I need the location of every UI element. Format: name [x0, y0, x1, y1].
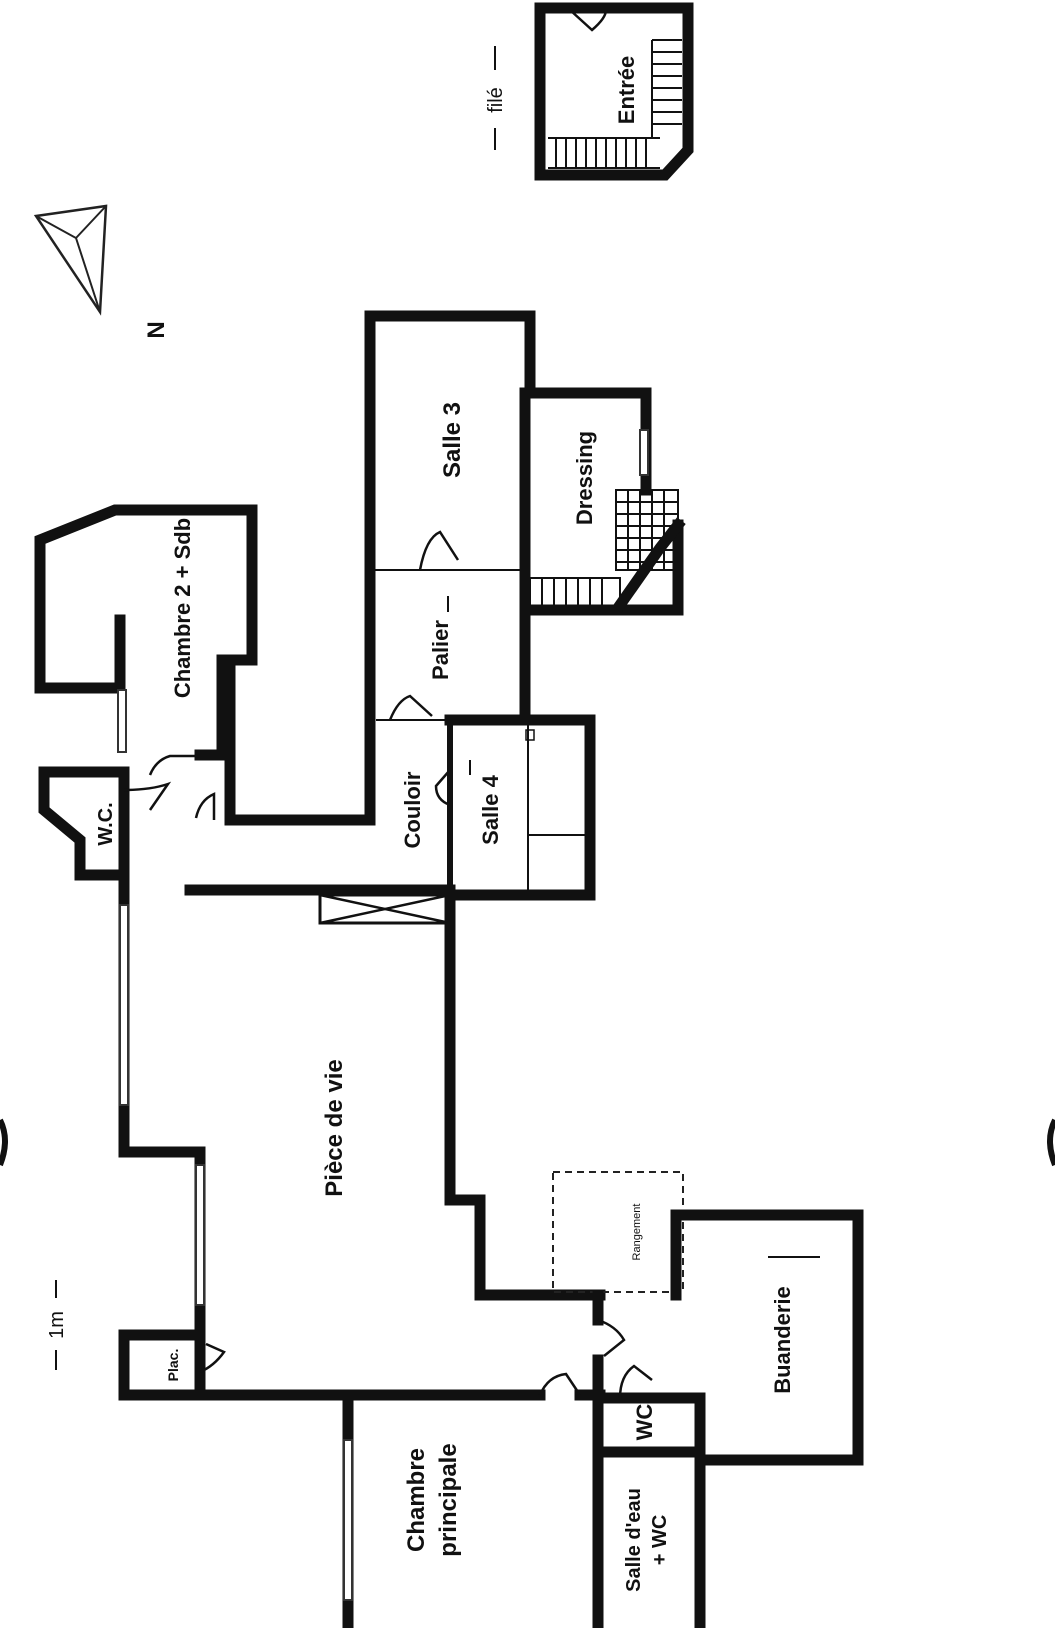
label-placard: Plac.	[165, 1349, 181, 1382]
palier-door	[388, 694, 433, 721]
label-palier: Palier	[428, 620, 453, 680]
label-chambre2: Chambre 2 + Sdb	[170, 518, 195, 698]
entree-block: Entrée	[534, 2, 694, 181]
wc-south-block: WC	[592, 1392, 706, 1458]
salle4-door	[434, 769, 451, 807]
label-chambre-principale-1: Chambre	[403, 1448, 430, 1552]
label-buanderie: Buanderie	[770, 1286, 795, 1394]
label-file: filé	[485, 87, 507, 113]
living-window-1	[119, 904, 129, 1106]
wc-north-block: W.C.	[38, 766, 172, 881]
label-salle3: Salle 3	[439, 402, 466, 478]
label-rangement: Rangement	[631, 1204, 643, 1261]
salle4-block: Salle 4 Couloir	[400, 714, 596, 901]
label-salle-eau-1: Salle d'eau	[623, 1488, 645, 1592]
rangement-block: Rangement	[552, 1171, 684, 1293]
chambre2-door-2	[194, 792, 216, 820]
buanderie-door	[597, 1318, 626, 1357]
label-piece-de-vie: Pièce de vie	[321, 1059, 348, 1196]
living-window-2	[195, 1164, 205, 1306]
label-couloir: Couloir	[400, 771, 425, 848]
label-chambre-principale-2: principale	[435, 1443, 462, 1556]
living-door-south	[538, 1372, 582, 1396]
piece-de-vie-block: Pièce de vie	[118, 869, 606, 1401]
label-north: N	[143, 321, 170, 338]
entree-door	[569, 9, 608, 32]
label-dressing: Dressing	[572, 431, 597, 525]
placard-block: Plac.	[118, 1329, 226, 1401]
salle-eau-block: Salle d'eau + WC	[592, 1446, 706, 1628]
placard-door	[199, 1342, 226, 1374]
wc-north-door	[123, 781, 172, 811]
file-annotation: filé	[485, 46, 507, 150]
entree-stairs	[548, 39, 682, 169]
wc-south-door	[618, 1364, 653, 1399]
stair-opening	[318, 893, 452, 925]
north-arrow-icon: N	[33, 204, 170, 339]
salle3-block: Salle 3 Dressing	[364, 310, 686, 616]
scan-edge-right	[1047, 1118, 1055, 1167]
dressing-window	[639, 429, 649, 476]
label-wc-north: W.C.	[95, 802, 117, 845]
chambre2-window	[117, 689, 127, 753]
label-salle-eau-2: + WC	[649, 1515, 671, 1566]
label-wc-south: WC	[632, 1404, 657, 1441]
label-scale: 1m	[46, 1311, 68, 1339]
label-salle4: Salle 4	[478, 774, 503, 844]
chambre2-door	[148, 754, 200, 776]
chambre-principale-block: Chambre principale	[342, 1392, 462, 1628]
label-entree: Entrée	[614, 56, 639, 124]
scale-annotation: 1m	[46, 1280, 68, 1370]
palier-block: Palier	[224, 564, 531, 826]
chambre-principale-window	[343, 1439, 353, 1601]
salle3-door	[418, 530, 460, 571]
chambre2-block: Chambre 2 + Sdb	[34, 504, 258, 826]
scan-edge-left	[0, 1118, 8, 1167]
